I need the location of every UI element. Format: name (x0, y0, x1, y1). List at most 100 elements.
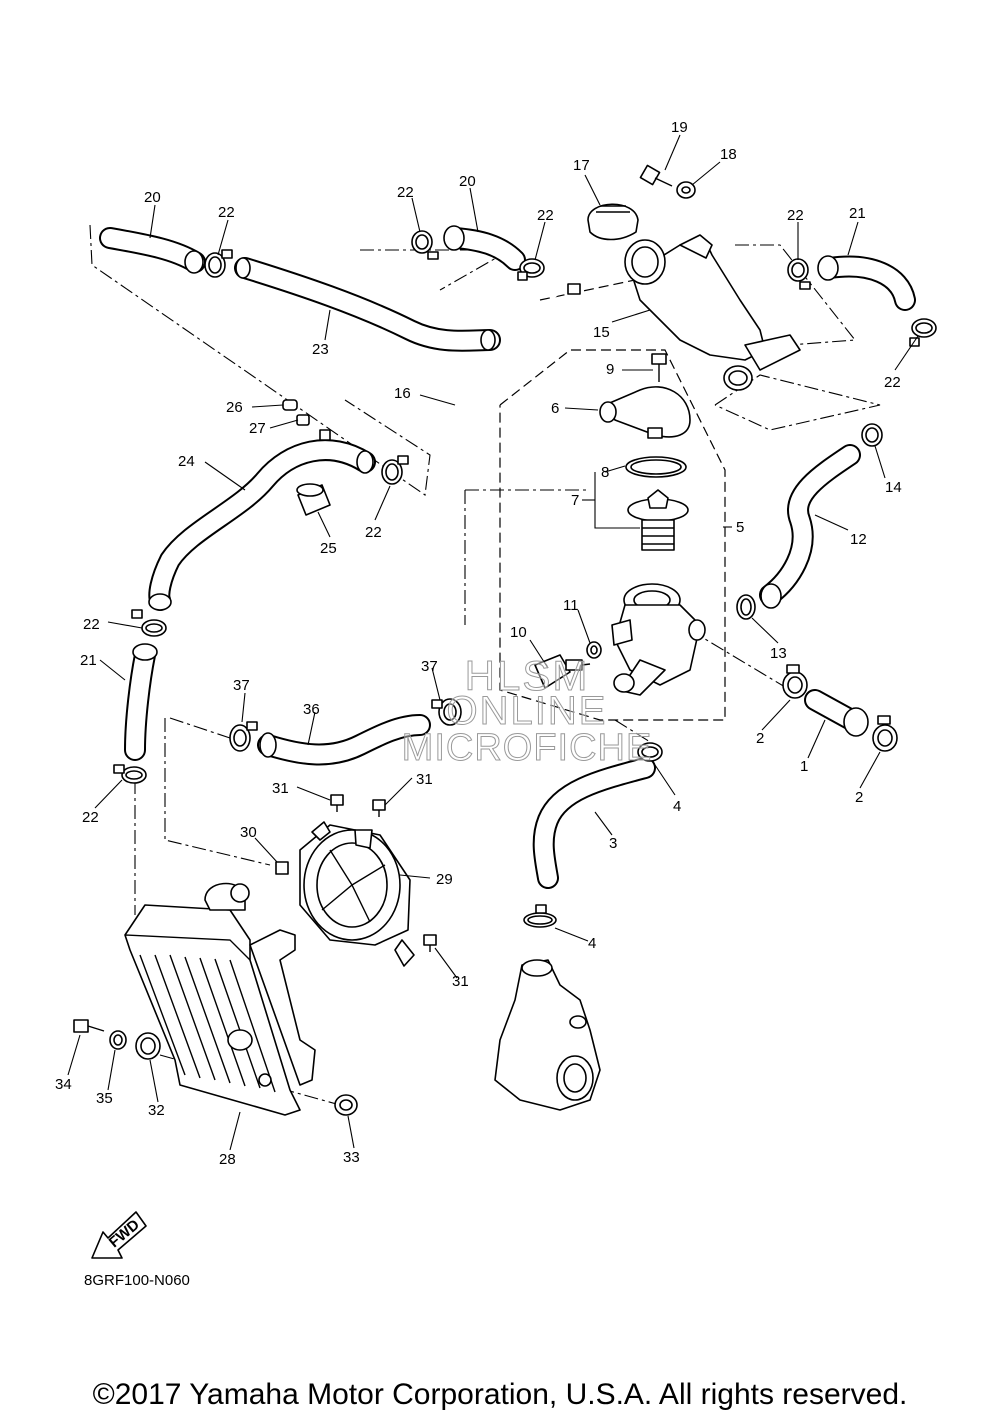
fan-motor-29 (299, 821, 415, 967)
breather-tube-16 (456, 283, 581, 626)
callout-7: 7 (571, 492, 579, 509)
callout-31-a: 31 (272, 780, 289, 797)
hose-12 (759, 444, 861, 609)
callout-8: 8 (601, 464, 609, 481)
o-ring-8 (625, 456, 687, 478)
callout-5: 5 (736, 519, 744, 536)
callout-22-d: 22 (787, 207, 804, 224)
leader-lines (67, 134, 919, 1151)
callout-3: 3 (609, 835, 617, 852)
hose-clamp-22-f (381, 455, 409, 485)
callout-13: 13 (770, 645, 787, 662)
callout-24: 24 (178, 453, 195, 470)
reference-lines (89, 224, 881, 1106)
clip-27 (296, 414, 310, 426)
hose-clamp-4-b (523, 904, 557, 928)
callout-21-right: 21 (849, 205, 866, 222)
callout-10: 10 (510, 624, 527, 641)
callout-28: 28 (219, 1151, 236, 1168)
callout-6: 6 (551, 400, 559, 417)
hose-clamp-22-h (113, 764, 147, 784)
callout-26: 26 (226, 399, 243, 416)
bolt-9 (651, 353, 667, 382)
callout-29: 29 (436, 871, 453, 888)
grommet-33 (334, 1094, 358, 1116)
hose-clamp-22-d (787, 258, 811, 290)
bolt-31-c (423, 934, 437, 952)
hose-1 (804, 689, 869, 737)
callout-34: 34 (55, 1076, 72, 1093)
callout-2-b: 2 (855, 789, 863, 806)
callout-17: 17 (573, 157, 590, 174)
bolt-19 (639, 164, 673, 187)
callout-4-b: 4 (588, 935, 596, 952)
callout-19: 19 (671, 119, 688, 136)
cap-25 (296, 483, 331, 516)
callout-37-a: 37 (233, 677, 250, 694)
callout-31-c: 31 (452, 973, 469, 990)
bolt-31-a (330, 794, 344, 812)
hose-clamp-2-a (782, 664, 808, 699)
callout-9: 9 (606, 361, 614, 378)
callout-22-a: 22 (218, 204, 235, 221)
hose-clamp-22-a (204, 249, 233, 278)
hose-clamp-22-c (517, 258, 545, 281)
hose-24 (148, 429, 376, 611)
callout-35: 35 (96, 1090, 113, 1107)
callout-20-center: 20 (459, 173, 476, 190)
thermostat-housing (611, 583, 706, 696)
thermostat-7 (627, 489, 689, 551)
hose-clamp-13 (736, 594, 756, 620)
callout-37-b: 37 (421, 658, 438, 675)
radiator-cap-17 (587, 203, 639, 241)
hose-23 (234, 257, 501, 352)
thermostat-cover-6 (599, 386, 691, 439)
copyright-notice: ©2017 Yamaha Motor Corporation, U.S.A. A… (92, 1378, 908, 1411)
forward-direction-arrow: FWD (91, 1211, 147, 1259)
callout-11: 11 (563, 597, 579, 614)
callout-36: 36 (303, 701, 320, 718)
callout-27: 27 (249, 420, 266, 437)
hose-clamp-14 (861, 423, 883, 447)
callout-15: 15 (593, 324, 610, 341)
callout-16: 16 (394, 385, 411, 402)
reservoir-tank-15 (624, 234, 801, 391)
temperature-sensor-10 (534, 654, 591, 689)
collar-18 (676, 181, 696, 199)
callout-1: 1 (800, 758, 808, 775)
callout-22-c: 22 (537, 207, 554, 224)
hose-clamp-37-a (229, 721, 258, 752)
hose-clamp-37-b (431, 698, 462, 726)
radiator-28 (124, 882, 316, 1116)
callout-22-h: 22 (82, 809, 99, 826)
drawing-code: 8GRF100-N060 (84, 1272, 190, 1289)
callout-33: 33 (343, 1149, 360, 1166)
callout-14: 14 (885, 479, 902, 496)
callout-22-g: 22 (83, 616, 100, 633)
hose-36 (257, 714, 431, 766)
callout-25: 25 (320, 540, 337, 557)
hose-20-center (443, 225, 526, 271)
washer-11 (586, 641, 602, 659)
hose-3 (532, 757, 656, 889)
bolt-34 (73, 1019, 105, 1033)
nut-30 (275, 861, 289, 875)
callout-31-b: 31 (416, 771, 433, 788)
callout-22-b: 22 (397, 184, 414, 201)
bolt-31-b (372, 799, 386, 817)
callout-23: 23 (312, 341, 329, 358)
callout-12: 12 (850, 531, 867, 548)
callout-2-a: 2 (756, 730, 764, 747)
callout-numbers: 20 22 23 22 20 22 17 19 18 22 21 22 15 1… (55, 119, 902, 1168)
callout-20-left: 20 (144, 189, 161, 206)
grommet-32 (135, 1032, 161, 1060)
hose-clamp-22-b (411, 230, 439, 260)
collar-35 (109, 1030, 127, 1050)
callout-18: 18 (720, 146, 737, 163)
plug-26 (282, 399, 298, 411)
hose-20-left (99, 227, 206, 274)
hose-clamp-22-g (131, 609, 167, 637)
hose-clamp-4-a (637, 742, 663, 762)
